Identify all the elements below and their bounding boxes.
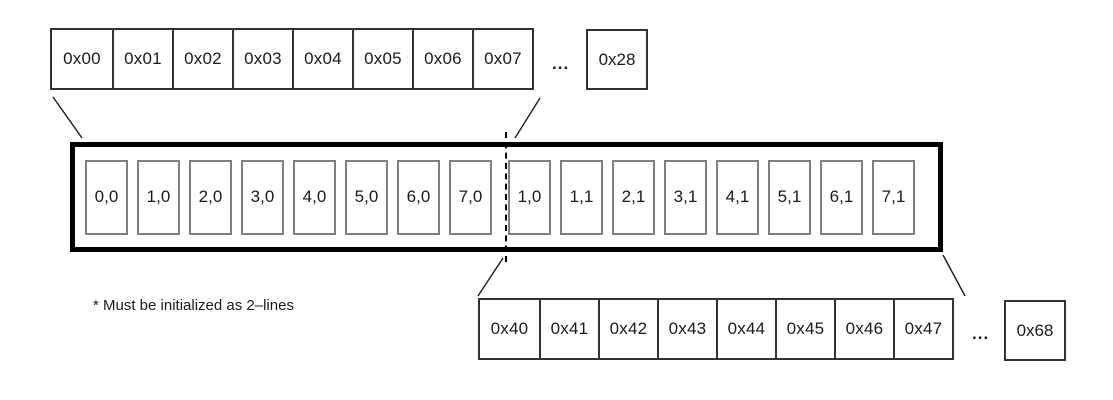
cache-line-0-cell: 5,0 (345, 159, 388, 235)
cache-line-1-cell: 5,1 (768, 159, 811, 235)
bottom-row-last-address-box: 0x68 (1004, 300, 1066, 361)
cache-line-1-cell: 7,1 (872, 159, 915, 235)
cache-line-0-cell: 2,0 (189, 159, 232, 235)
cache-line-0-cell: 1,0 (137, 159, 180, 235)
cache-line-0-cell: 3,0 (241, 159, 284, 235)
line-boundary-dashed-line (505, 132, 507, 262)
memory-address-cell: 0x43 (657, 300, 716, 358)
top-row-last-address-box: 0x28 (586, 29, 648, 90)
memory-address-cell: 0x46 (834, 300, 893, 358)
cache-line-1-cell: 4,1 (716, 159, 759, 235)
cache-line-1-cell: 6,1 (820, 159, 863, 235)
memory-address-cell: 0x40 (490, 319, 529, 338)
cache-line-1-cell: 1,0 (508, 159, 551, 235)
memory-address-cell: 0x44 (716, 300, 775, 358)
connector-line-bottom-left (477, 257, 504, 297)
memory-address-cell: 0x04 (292, 30, 352, 88)
cache-line-1-cell: 2,1 (612, 159, 655, 235)
connector-line-top-left (52, 96, 83, 139)
memory-address-cell: 0x42 (598, 300, 657, 358)
memory-address-cell: 0x01 (112, 30, 172, 88)
cache-line-0-cell: 4,0 (293, 159, 336, 235)
top-row-ellipsis: ... (552, 54, 570, 73)
memory-address-cell: 0x06 (412, 30, 472, 88)
memory-address-cell: 0x05 (352, 30, 412, 88)
memory-address-cell: 0x00 (63, 49, 101, 68)
memory-address-cell: 0x41 (539, 300, 598, 358)
cache-line-0-cell: 7,0 (449, 159, 492, 235)
connector-line-bottom-right (942, 254, 966, 297)
connector-line-top-right (514, 97, 541, 139)
cache-line-1-cell: 3,1 (664, 159, 707, 235)
memory-address-cell: 0x45 (775, 300, 834, 358)
memory-address-cell: 0x02 (172, 30, 232, 88)
memory-address-cell: 0x47 (893, 300, 952, 358)
bottom-row-ellipsis: ... (972, 324, 990, 343)
memory-address-cell: 0x07 (472, 30, 532, 88)
cache-line-0-cell: 0,0 (85, 159, 128, 235)
note-text: * Must be initialized as 2–lines (93, 297, 294, 314)
cache-line-1-cell: 1,1 (560, 159, 603, 235)
memory-address-cell: 0x03 (232, 30, 292, 88)
cache-line-0-cell: 6,0 (397, 159, 440, 235)
